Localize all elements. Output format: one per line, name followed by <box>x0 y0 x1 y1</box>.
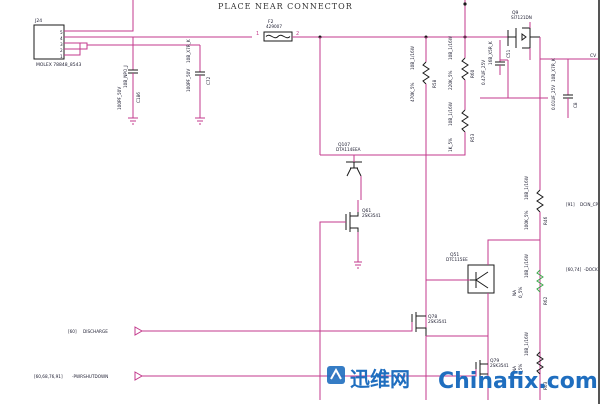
svg-text:R46: R46 <box>543 216 548 225</box>
svg-text:R62: R62 <box>543 296 548 305</box>
net-dock-sheets: [60,74] <box>566 267 582 272</box>
net-dcin-name: DCIN_CP <box>580 202 599 207</box>
j24-pin-4: 4 <box>60 36 63 41</box>
capacitor-c8: 0.01UF_25V 10B_X7R_K C8 <box>551 58 578 118</box>
net-dcin-sheets: [91] <box>566 202 575 207</box>
svg-text:Q51: Q51 <box>450 252 459 258</box>
fuse-f2: F2 429007 1 2 <box>256 19 299 42</box>
svg-text:10B_1/16W: 10B_1/16W <box>524 254 529 278</box>
net-pwrshutdown: [60,68,76,91] -PWRSHUTDOWN <box>34 369 477 381</box>
resistor-r46: 100K_5% 10B_1/16W R46 <box>524 176 548 400</box>
svg-text:2SK3541: 2SK3541 <box>428 319 447 324</box>
net-cv: CV <box>590 53 597 59</box>
svg-text:1K_5%: 1K_5% <box>448 138 453 152</box>
diagram-title: PLACE NEAR CONNECTOR <box>218 2 353 11</box>
svg-text:Q78: Q78 <box>428 314 437 320</box>
net-dock-name: -DOCK <box>584 267 598 272</box>
j24-pin-3: 3 <box>60 42 63 47</box>
svg-text:2SK3541: 2SK3541 <box>362 213 381 218</box>
resistor-r58: 470K_5% 10B_1/16W R58 <box>410 37 437 400</box>
svg-text:10B_X7R_K: 10B_X7R_K <box>186 39 191 63</box>
svg-text:10B_X7R_K: 10B_X7R_K <box>551 58 556 82</box>
svg-text:NA: NA <box>512 290 517 296</box>
svg-text:Q107: Q107 <box>338 142 350 148</box>
svg-text:0.47UF_25V: 0.47UF_25V <box>481 60 486 85</box>
watermark-en: Chinafix.com <box>438 369 598 394</box>
svg-text:F2: F2 <box>268 19 274 25</box>
svg-text:16B_X5R_K: 16B_X5R_K <box>488 41 493 65</box>
transistor-q51: Q51 DTC115EE <box>426 239 540 330</box>
svg-text:2: 2 <box>296 31 299 37</box>
svg-text:R60: R60 <box>470 69 475 78</box>
svg-text:-PWRSHUTDOWN: -PWRSHUTDOWN <box>72 374 108 379</box>
j24-pin-2: 2 <box>60 48 63 53</box>
mosfet-q61: Q61 2SK3541 <box>319 200 381 400</box>
svg-text:100PF_50V: 100PF_50V <box>117 87 122 110</box>
svg-text:0_5%: 0_5% <box>518 364 523 375</box>
svg-text:470K_5%: 470K_5% <box>410 83 415 102</box>
svg-text:Q79: Q79 <box>490 358 499 364</box>
j24-pin-1: 1 <box>60 54 63 59</box>
svg-text:0_5%: 0_5% <box>518 287 523 298</box>
svg-text:C186: C186 <box>136 92 141 103</box>
page-edge <box>598 0 600 404</box>
svg-text:0.01UF_25V: 0.01UF_25V <box>551 85 556 110</box>
resistor-r53: 1K_5% 10B_1/16W R53 <box>320 102 475 156</box>
watermark: 迅维网 Chinafix.com <box>327 366 598 394</box>
svg-text:[60,68,76,91]: [60,68,76,91] <box>34 374 63 379</box>
watermark-cn: 迅维网 <box>350 367 410 391</box>
j24-part: MOLEX 78848_8543 <box>36 62 81 68</box>
svg-text:10B_1/16W: 10B_1/16W <box>524 176 529 200</box>
connector-j24: J24 MOLEX 78848_8543 5 4 3 2 1 <box>33 18 81 68</box>
resistor-r62: NA 0_5% 10B_1/16W R62 <box>512 254 548 305</box>
mosfet-q9: Q9 SI7121DN <box>507 10 540 60</box>
svg-text:R53: R53 <box>470 133 475 142</box>
capacitor-c186: 100PF_50V 10B_NPO_J C186 <box>117 37 141 125</box>
svg-text:1: 1 <box>256 31 259 37</box>
j24-ref: J24 <box>34 18 42 24</box>
svg-text:10B_NPO_J: 10B_NPO_J <box>123 65 128 88</box>
svg-text:NA: NA <box>512 366 517 372</box>
svg-text:100K_5%: 100K_5% <box>524 211 529 230</box>
svg-text:R58: R58 <box>432 79 437 88</box>
net-discharge: [60] DISCHARGE <box>68 322 413 336</box>
svg-text:C72: C72 <box>206 76 211 85</box>
svg-text:C51: C51 <box>506 49 511 58</box>
resistor-r60: 220K_5% 10B_1/16W R60 <box>448 36 475 110</box>
svg-text:R63: R63 <box>543 381 548 390</box>
svg-text:DTA114EEA: DTA114EEA <box>336 147 361 152</box>
svg-text:DISCHARGE: DISCHARGE <box>83 329 108 334</box>
svg-text:220K_5%: 220K_5% <box>448 71 453 90</box>
svg-text:100PF_50V: 100PF_50V <box>186 69 191 92</box>
capacitor-c51: 0.47UF_25V 16B_X5R_K C51 <box>481 40 511 85</box>
svg-text:DTC115EE: DTC115EE <box>446 257 468 262</box>
j24-pin-5: 5 <box>60 30 63 35</box>
svg-text:SI7121DN: SI7121DN <box>511 15 532 20</box>
svg-text:Q9: Q9 <box>512 10 519 16</box>
svg-text:10B_1/16W: 10B_1/16W <box>524 332 529 356</box>
transistor-q107: Q107 DTA114EEA <box>336 142 362 200</box>
svg-text:10B_1/16W: 10B_1/16W <box>448 36 453 60</box>
svg-text:10B_1/16W: 10B_1/16W <box>448 102 453 126</box>
resistor-r63: NA 0_5% 10B_1/16W R63 <box>512 332 548 390</box>
svg-text:429007: 429007 <box>266 24 282 29</box>
svg-text:2SK3541: 2SK3541 <box>490 363 509 368</box>
svg-text:C8: C8 <box>573 102 578 108</box>
capacitor-c72: 100PF_50V 10B_X7R_K C72 <box>186 39 211 125</box>
svg-text:[60]: [60] <box>68 329 77 334</box>
svg-text:10B_1/16W: 10B_1/16W <box>410 46 415 70</box>
svg-text:Q61: Q61 <box>362 208 371 214</box>
